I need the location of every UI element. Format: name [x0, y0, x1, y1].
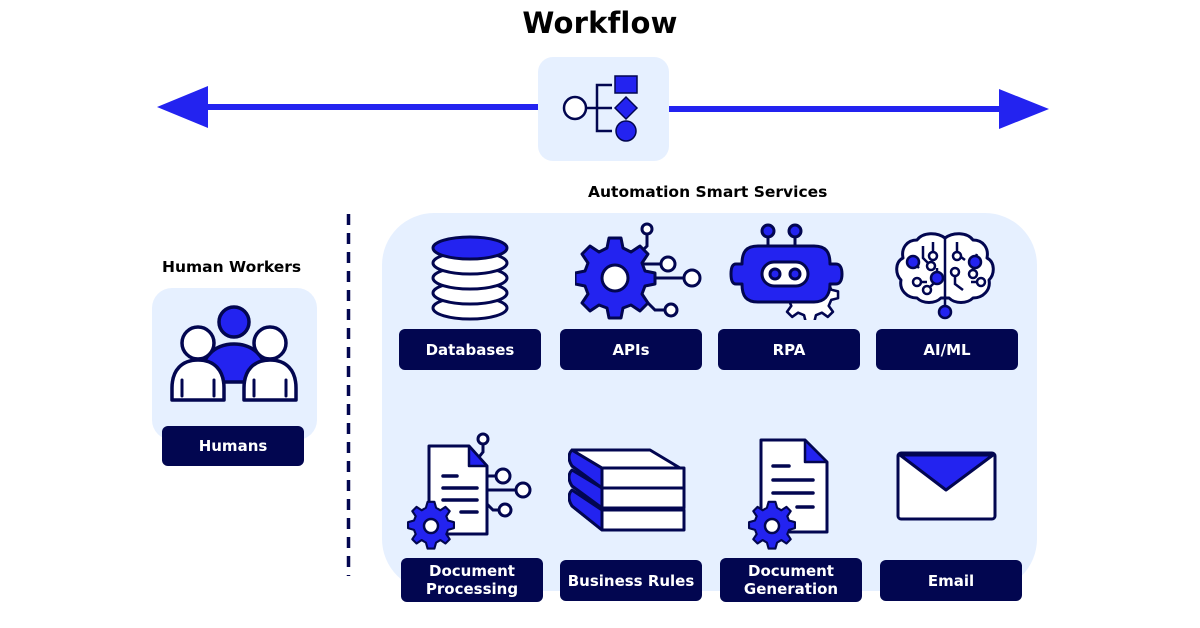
document-processing-label: Document Processing [401, 558, 543, 602]
api-gear-icon [575, 222, 702, 320]
rpa-label-text: RPA [772, 340, 806, 359]
document-generation-label: Document Generation [720, 558, 862, 602]
aiml-label: AI/ML [876, 329, 1018, 370]
books-icon [568, 448, 686, 532]
business-rules-label: Business Rules [560, 560, 702, 601]
email-label-text: Email [927, 571, 975, 590]
section-divider [346, 214, 351, 576]
arrow-right-head-icon [999, 89, 1049, 129]
automation-section-title: Automation Smart Services [588, 183, 828, 201]
apis-label: APIs [560, 329, 702, 370]
rpa-label: RPA [718, 329, 860, 370]
humans-label-text: Humans [198, 437, 268, 455]
database-icon [431, 235, 509, 321]
human-section-title: Human Workers [162, 258, 302, 276]
brain-circuit-icon [895, 232, 995, 320]
workflow-branch-icon [562, 75, 639, 142]
diagram-title: Workflow [522, 6, 678, 40]
business-rules-label-text: Business Rules [567, 571, 695, 590]
people-group-icon [170, 305, 298, 402]
arrow-shaft-left [205, 104, 545, 110]
apis-label-text: APIs [612, 340, 650, 359]
databases-label: Databases [399, 329, 541, 370]
databases-label-text: Databases [425, 340, 515, 359]
arrow-shaft-right [662, 106, 1002, 112]
document-processing-icon [406, 432, 532, 550]
arrow-left-head-icon [157, 86, 208, 128]
document-generation-label-text: Document Generation [743, 562, 839, 598]
document-processing-label-text: Document Processing [425, 562, 519, 598]
workflow-arrow [157, 86, 1049, 129]
aiml-label-text: AI/ML [923, 340, 971, 359]
email-label: Email [880, 560, 1022, 601]
robot-icon [729, 223, 844, 320]
humans-label: Humans [162, 426, 304, 466]
document-generation-icon [747, 438, 829, 550]
envelope-icon [896, 451, 997, 521]
